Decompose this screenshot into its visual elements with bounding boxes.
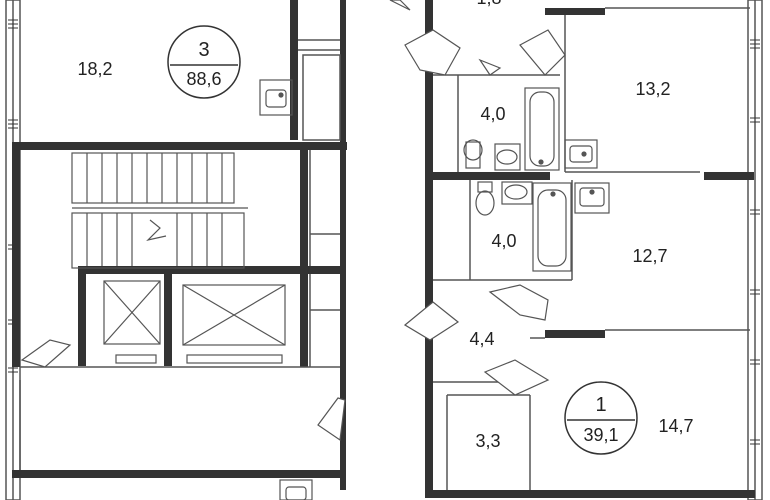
room-area-label: 12,7 xyxy=(632,246,667,266)
room-area-label: 13,2 xyxy=(635,79,670,99)
staircase xyxy=(71,152,248,269)
room-area-label: 3,3 xyxy=(475,431,500,451)
room-area-label: 1,8 xyxy=(476,0,501,8)
room-area-label: 4,0 xyxy=(480,104,505,124)
apartment-marker-3: 3 88,6 xyxy=(167,25,241,99)
room-area-label: 14,7 xyxy=(658,416,693,436)
partitions xyxy=(19,7,750,490)
doors xyxy=(20,0,566,442)
room-area-label: 4,0 xyxy=(491,231,516,251)
apartment-total-area: 88,6 xyxy=(186,69,221,89)
interior-walls xyxy=(12,0,755,498)
apartment-number: 3 xyxy=(198,39,209,61)
room-labels: 18,2 1,8 13,2 4,0 4,0 12,7 4,4 3,3 14,7 xyxy=(77,0,693,451)
apartment-marker-1: 1 39,1 xyxy=(564,381,638,455)
room-area-label: 4,4 xyxy=(469,329,494,349)
elevators xyxy=(103,280,286,364)
room-area-label: 18,2 xyxy=(77,59,112,79)
apartment-total-area: 39,1 xyxy=(583,425,618,445)
apartment-number: 1 xyxy=(595,394,606,416)
plumbing-fixtures xyxy=(259,79,610,500)
